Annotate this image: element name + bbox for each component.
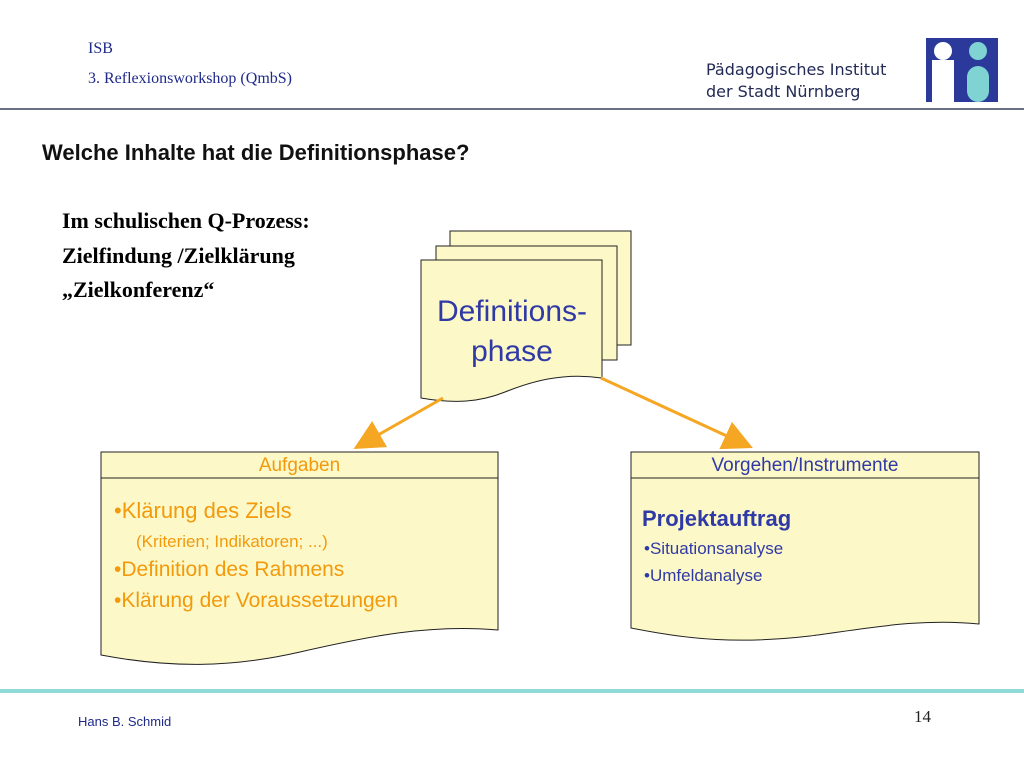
institute-name-line2: der Stadt Nürnberg bbox=[706, 82, 861, 101]
context-line-2: Zielfindung /Zielklärung bbox=[62, 243, 295, 268]
definitionsphase-label-line2: phase bbox=[471, 335, 553, 368]
aufgaben-header-box bbox=[100, 451, 499, 479]
aufgaben-heading: Aufgaben bbox=[258, 455, 341, 476]
context-line-3: „Zielkonferenz“ bbox=[62, 277, 215, 302]
vorgehen-heading: Vorgehen/Instrumente bbox=[711, 455, 899, 476]
aufgaben-item-1-detail: (Kriterien; Indikatoren; ...) bbox=[136, 532, 328, 551]
vorgehen-subheading: Projektauftrag bbox=[642, 506, 792, 531]
aufgaben-item-3: •Klärung der Voraussetzungen bbox=[114, 589, 399, 612]
definitionsphase-label-line1: Definitions- bbox=[436, 295, 588, 328]
page-number: 14 bbox=[914, 707, 931, 726]
aufgaben-body-box bbox=[100, 477, 499, 665]
vorgehen-item-2: •Umfeldanalyse bbox=[644, 566, 763, 585]
aufgaben-item-2: •Definition des Rahmens bbox=[114, 558, 345, 581]
vorgehen-body-box bbox=[630, 477, 980, 641]
aufgaben-item-1: •Klärung des Ziels bbox=[114, 498, 292, 523]
institute-name-line1: Pädagogisches Institut bbox=[706, 60, 887, 79]
header-org: ISB bbox=[88, 40, 113, 57]
document-stack-front bbox=[420, 259, 603, 402]
footer-author: Hans B. Schmid bbox=[78, 714, 172, 729]
vorgehen-header-box bbox=[630, 451, 980, 479]
footer-divider bbox=[0, 689, 1024, 693]
definitionsphase-label: Definitions- phase bbox=[420, 292, 604, 372]
pi-logo-icon bbox=[926, 38, 998, 102]
arrow-to-aufgaben bbox=[353, 396, 444, 449]
header-divider bbox=[0, 108, 1024, 110]
vorgehen-item-1: •Situationsanalyse bbox=[644, 539, 784, 558]
slide-title: Welche Inhalte hat die Definitionsphase? bbox=[42, 140, 470, 165]
header-event: 3. Reflexionsworkshop (QmbS) bbox=[88, 70, 292, 87]
context-line-1: Im schulischen Q-Prozess: bbox=[62, 208, 310, 233]
arrow-to-vorgehen bbox=[600, 376, 753, 450]
